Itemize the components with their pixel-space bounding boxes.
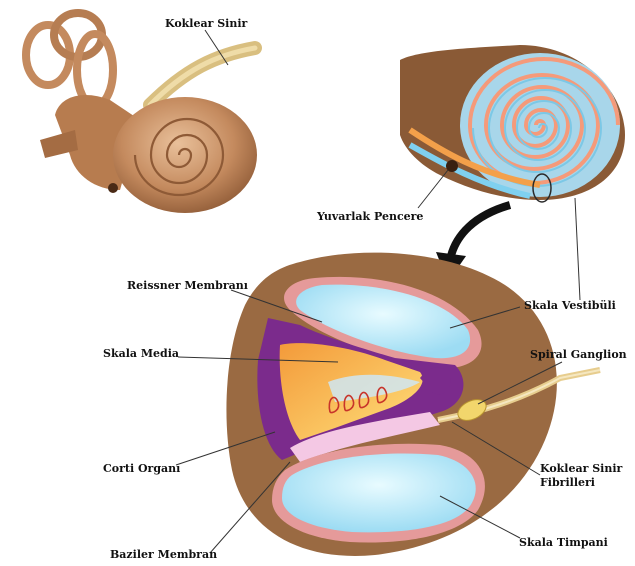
cochlear-nerve-top [150, 48, 255, 105]
inner-ear-illustration [26, 13, 257, 213]
label-reissner-membrani: Reissner Membranı [127, 279, 248, 292]
label-skala-vestibuli: Skala Vestibüli [524, 299, 616, 312]
label-corti-organi: Corti Organı [103, 462, 180, 475]
label-koklear-sinir-fibrilleri-line1: Koklear Sinir [540, 462, 622, 475]
label-koklear-sinir-fibrilleri-line2: Fibrilleri [540, 476, 595, 489]
label-skala-timpani: Skala Timpani [519, 536, 608, 549]
label-spiral-ganglion: Spiral Ganglion [530, 348, 627, 361]
label-skala-media: Skala Media [103, 347, 179, 360]
arrow [450, 205, 510, 260]
round-window-dot [108, 183, 118, 193]
label-baziler-membran: Baziler Membran [110, 548, 217, 561]
cochlea-spiral-section [400, 45, 625, 202]
label-koklear-sinir: Koklear Sinir [165, 17, 247, 30]
label-yuvarlak-pencere: Yuvarlak Pencere [317, 210, 423, 223]
